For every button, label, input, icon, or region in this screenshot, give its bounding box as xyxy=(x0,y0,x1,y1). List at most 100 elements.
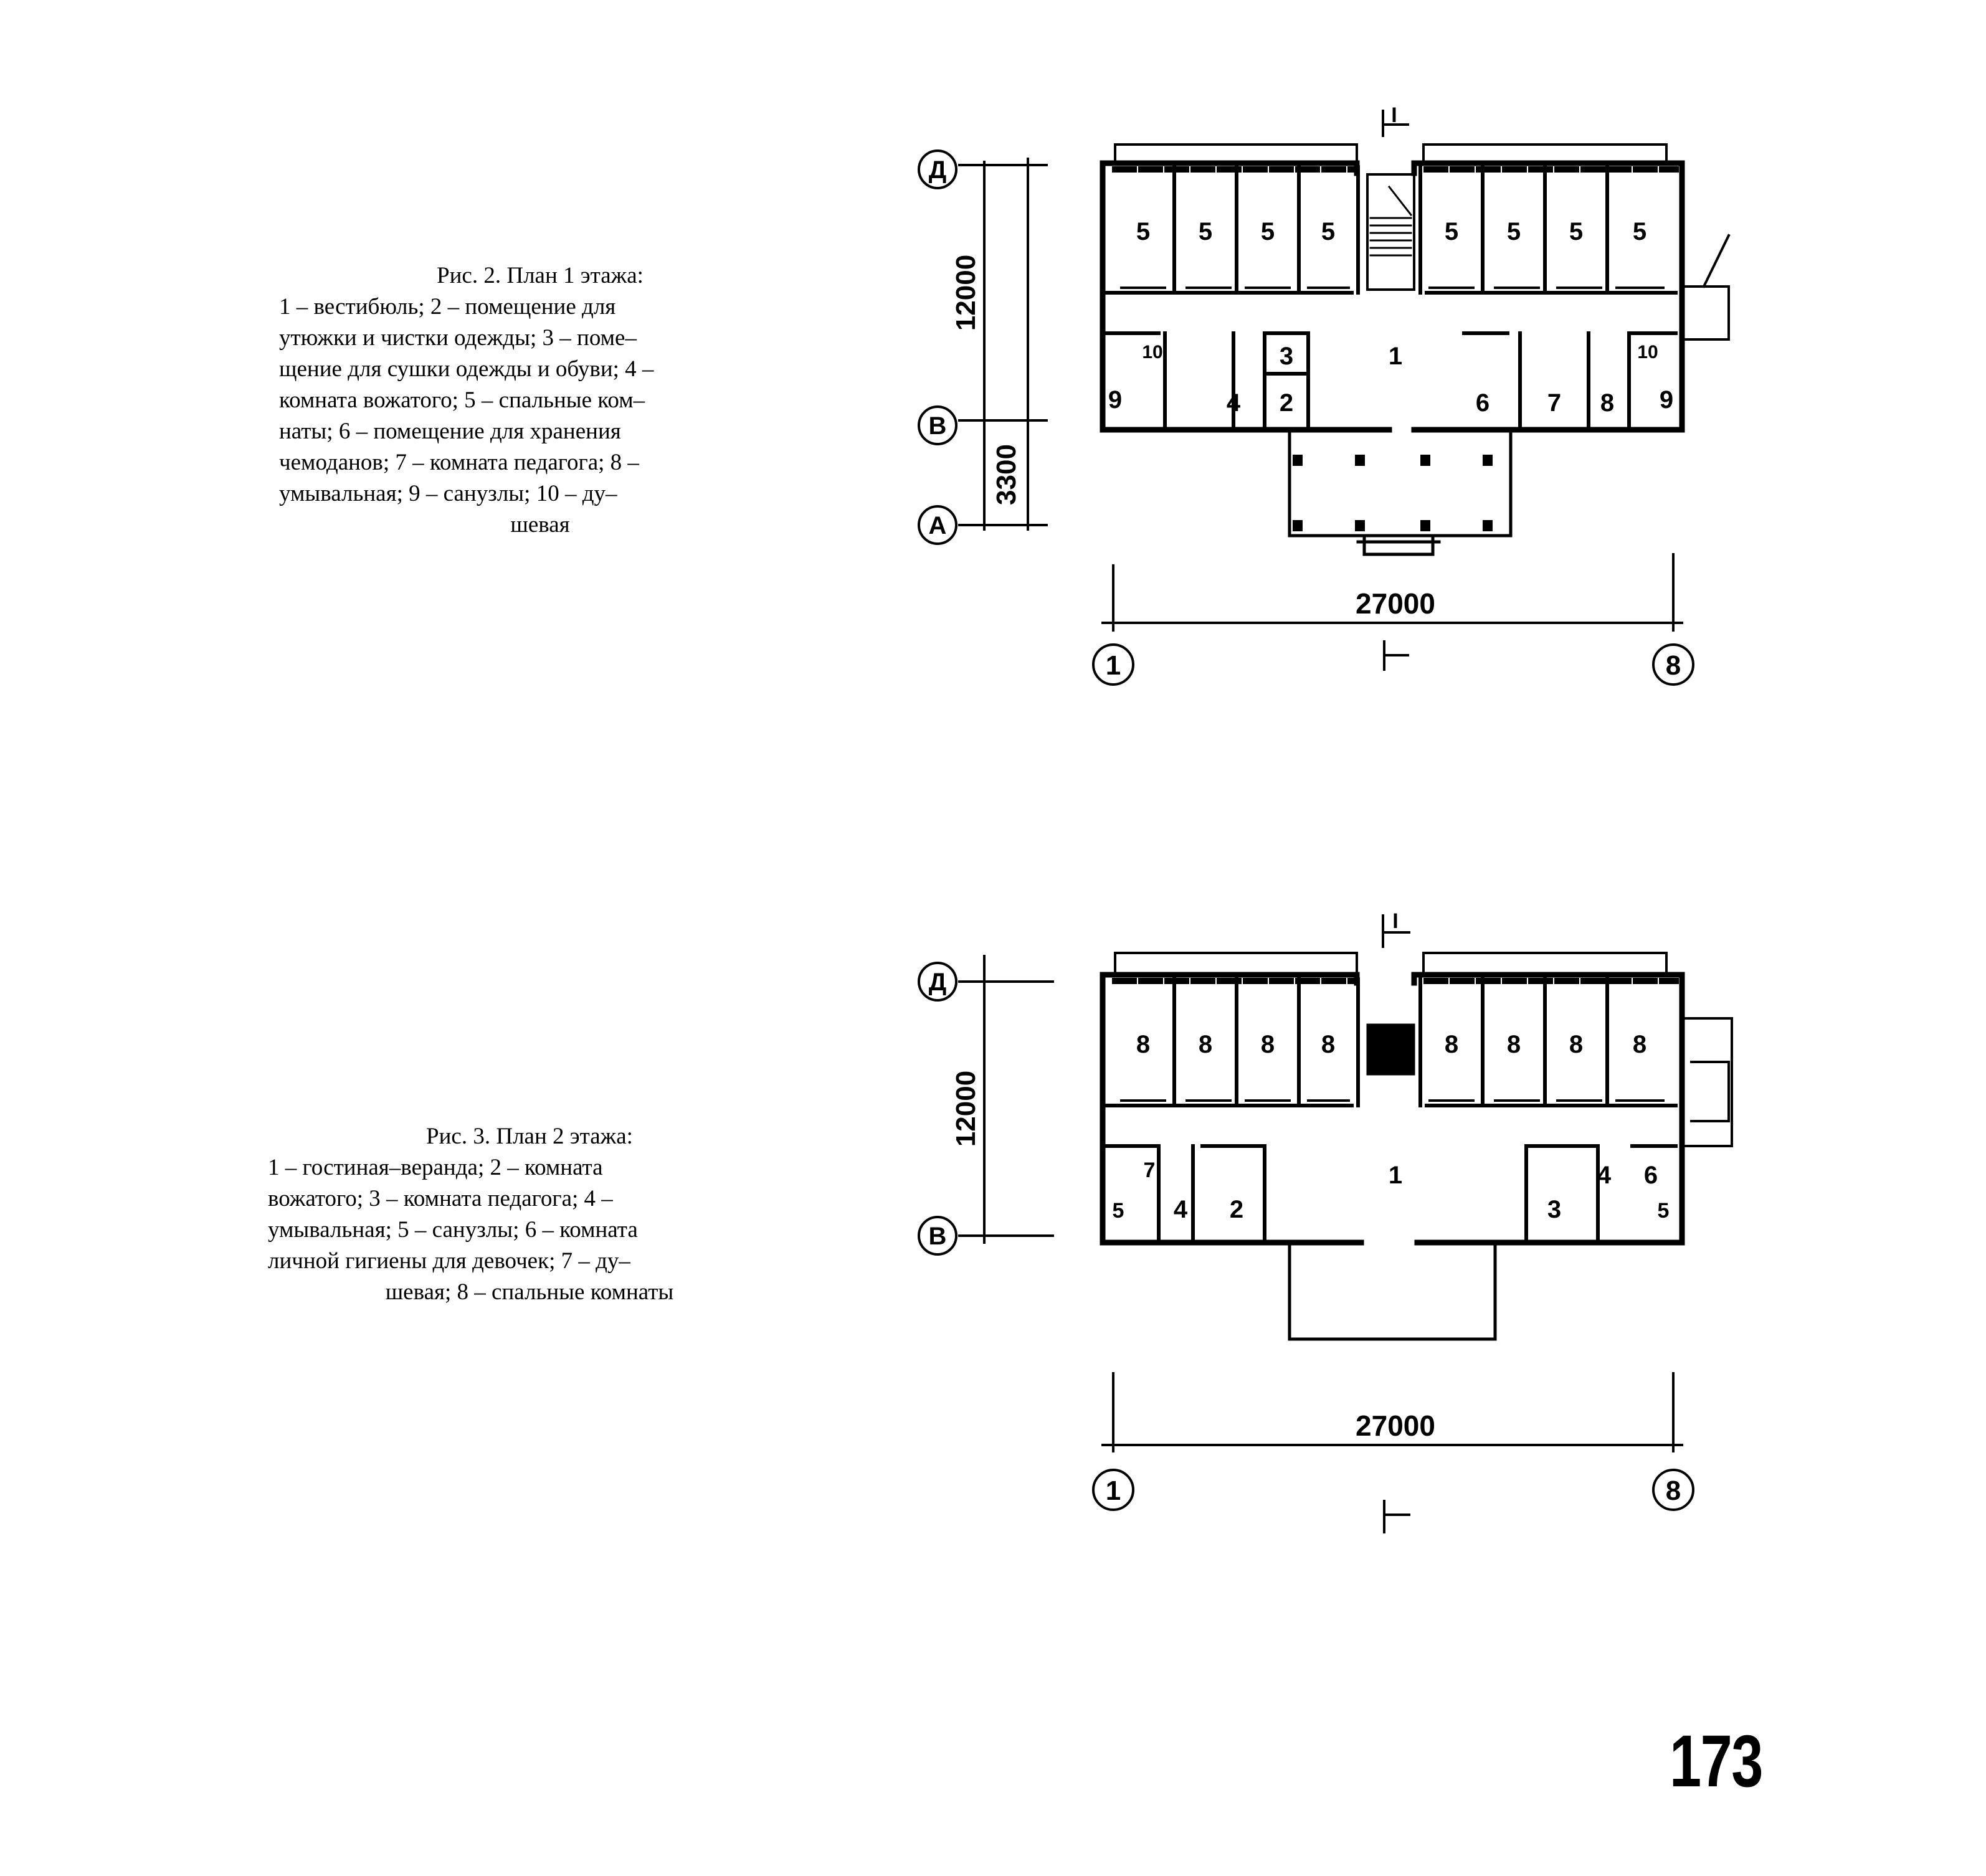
figure2-caption-line: 1 – вестибюль; 2 – помещение для xyxy=(279,294,616,320)
side-stair xyxy=(1684,1017,1733,1147)
room-label: 7 xyxy=(1144,1158,1156,1182)
porch xyxy=(1288,428,1513,556)
figure3-caption-line: вожатого; 3 – комната педагога; 4 – xyxy=(268,1186,613,1211)
room-label: 3 xyxy=(1280,343,1293,370)
axis-label: Д xyxy=(929,156,947,184)
dimension-label: 27000 xyxy=(1356,1409,1435,1442)
dimension-label: 27000 xyxy=(1356,587,1435,620)
figure3-caption-line: личной гигиены для девочек; 7 – ду– xyxy=(268,1248,630,1274)
axis-label: 8 xyxy=(1666,1476,1681,1506)
figure3-plan xyxy=(918,914,1733,1533)
room-label: 4 xyxy=(1597,1162,1612,1189)
figure2-caption-line: утюжки и чистки одежды; 3 – поме– xyxy=(279,325,637,351)
axis-marker xyxy=(918,405,957,445)
room-label: 5 xyxy=(1507,218,1521,245)
room-label: 9 xyxy=(1660,386,1673,414)
axis-marker xyxy=(1092,643,1134,686)
room-label: 5 xyxy=(1633,218,1646,245)
outer-wall xyxy=(1100,972,1685,1246)
section-mark xyxy=(1382,914,1410,1533)
figure3-caption-line: шевая; 8 – спальные комнаты xyxy=(385,1279,674,1305)
room-label: 8 xyxy=(1600,389,1614,417)
figure3-caption: Рис. 3. План 2 этажа: 1 – гостиная–веран… xyxy=(268,1121,791,1308)
room-label: 5 xyxy=(1569,218,1583,245)
figure2-plan xyxy=(918,110,1731,686)
terrace xyxy=(1288,1241,1497,1341)
stair xyxy=(1366,173,1415,291)
room-partition xyxy=(1104,1144,1678,1244)
axis-marker xyxy=(918,962,957,1002)
room-label: 3 xyxy=(1547,1196,1561,1223)
section-mark-label: I xyxy=(1392,909,1398,933)
parapet-line xyxy=(1114,143,1668,164)
room-partition xyxy=(1172,977,1609,1107)
room-label: 8 xyxy=(1507,1031,1521,1058)
dimension-label: 3300 xyxy=(991,444,1022,505)
room-label: 10 xyxy=(1637,342,1658,362)
room-label: 5 xyxy=(1199,218,1212,245)
axis-marker xyxy=(1092,1469,1134,1511)
figure3-caption-title: Рис. 3. План 2 этажа: xyxy=(426,1124,633,1149)
figure2-caption-line: щение для сушки одежды и обуви; 4 – xyxy=(279,356,654,382)
axis-label: 1 xyxy=(1106,1476,1121,1506)
room-label: 5 xyxy=(1321,218,1335,245)
axis-label: В xyxy=(929,412,947,440)
room-label: 8 xyxy=(1321,1031,1335,1058)
outer-wall xyxy=(1100,160,1685,433)
room-label: 4 xyxy=(1227,389,1241,417)
room-label: 2 xyxy=(1230,1196,1243,1223)
axis-marker xyxy=(918,1216,957,1256)
figure2-caption-title: Рис. 2. План 1 этажа: xyxy=(437,263,644,288)
stair xyxy=(1366,1023,1415,1076)
room-label: 4 xyxy=(1174,1196,1188,1223)
room-label: 2 xyxy=(1280,389,1293,417)
room-label: 6 xyxy=(1476,389,1490,417)
column xyxy=(1293,455,1493,531)
room-label: 1 xyxy=(1389,1162,1402,1189)
axis-label: 1 xyxy=(1106,650,1121,681)
section-mark-label: I xyxy=(1391,103,1397,127)
dimension-label: 12000 xyxy=(951,255,981,331)
axis-label: В xyxy=(929,1223,947,1250)
figure2-caption-line: шевая xyxy=(510,512,570,538)
figure3-caption-line: 1 – гостиная–веранда; 2 – комната xyxy=(268,1155,603,1180)
axis-marker xyxy=(918,149,957,189)
stair-steps xyxy=(1369,185,1413,257)
side-stair xyxy=(1684,234,1731,341)
room-label: 6 xyxy=(1644,1162,1658,1189)
figure3-caption-line: умывальная; 5 – санузлы; 6 – комната xyxy=(268,1217,638,1243)
room-partition xyxy=(1104,331,1678,432)
axis-line xyxy=(958,158,1683,632)
room-label: 7 xyxy=(1547,389,1561,417)
figure2-caption-line: чемоданов; 7 – комната педагога; 8 – xyxy=(279,450,639,475)
room-label: 5 xyxy=(1445,218,1458,245)
figure2-caption-line: комната вожатого; 5 – спальные ком– xyxy=(279,387,645,413)
axis-label: А xyxy=(929,512,947,539)
room-label: 9 xyxy=(1108,386,1122,414)
room-label: 8 xyxy=(1136,1031,1150,1058)
room-label: 5 xyxy=(1113,1199,1124,1223)
room-label: 8 xyxy=(1199,1031,1212,1058)
section-mark xyxy=(1382,110,1409,671)
parapet-line xyxy=(1114,952,1668,976)
page-number: 173 xyxy=(1670,1720,1763,1803)
dimension-label: 12000 xyxy=(951,1071,981,1147)
axis-marker xyxy=(1652,643,1694,686)
room-label: 8 xyxy=(1445,1031,1458,1058)
room-label: 5 xyxy=(1136,218,1150,245)
figure2-caption: Рис. 2. План 1 этажа: 1 – вестибюль; 2 –… xyxy=(279,260,801,541)
room-label: 1 xyxy=(1389,343,1402,370)
room-label: 8 xyxy=(1261,1031,1275,1058)
room-partition xyxy=(1172,165,1609,295)
room-label: 8 xyxy=(1569,1031,1583,1058)
axis-marker xyxy=(918,505,957,545)
axis-marker xyxy=(1652,1469,1694,1511)
room-label: 5 xyxy=(1658,1199,1670,1223)
axis-label: Д xyxy=(929,969,947,996)
room-label: 10 xyxy=(1142,342,1162,362)
figure2-caption-line: наты; 6 – помещение для хранения xyxy=(279,419,621,444)
axis-label: 8 xyxy=(1666,650,1681,681)
figure2-caption-line: умывальная; 9 – санузлы; 10 – ду– xyxy=(279,481,617,506)
room-label: 5 xyxy=(1261,218,1275,245)
